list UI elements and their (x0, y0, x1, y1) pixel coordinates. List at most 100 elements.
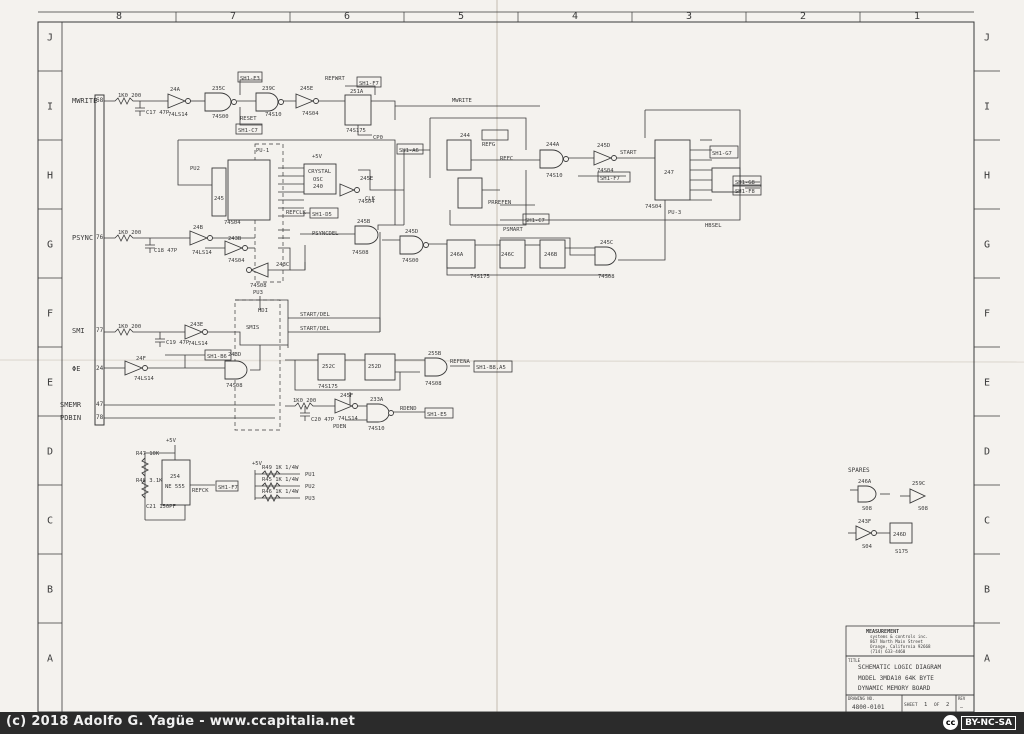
spare-inverter-243f (855, 525, 873, 541)
copyright-text: (c) 2018 Adolfo G. Yagüe - www.ccapitali… (6, 714, 356, 729)
svg-text:SH1-F7: SH1-F7 (600, 176, 620, 182)
svg-text:PU1: PU1 (305, 472, 315, 478)
svg-text:74LS14: 74LS14 (338, 416, 359, 422)
svg-text:CLK: CLK (365, 196, 376, 202)
row-label-left: I (47, 102, 53, 113)
svg-text:74LS14: 74LS14 (168, 112, 189, 118)
svg-text:1K0 200: 1K0 200 (293, 398, 316, 404)
svg-text:C17 47P: C17 47P (146, 110, 170, 116)
svg-text:SH1-D5: SH1-D5 (312, 212, 332, 218)
gate-233a (366, 403, 390, 423)
svg-text:74S04: 74S04 (358, 199, 375, 205)
svg-text:245F: 245F (340, 393, 353, 399)
components (124, 92, 927, 544)
svg-text:74LS14: 74LS14 (188, 341, 209, 347)
inverter-243e (184, 324, 204, 340)
svg-text:+5V: +5V (312, 154, 323, 160)
svg-text:74S10: 74S10 (368, 426, 385, 432)
svg-text:MWRITE: MWRITE (452, 98, 472, 104)
svg-text:SH1-A6: SH1-A6 (399, 148, 419, 154)
row-label-left: A (47, 654, 53, 665)
svg-text:74S04: 74S04 (228, 258, 245, 264)
svg-text:245B: 245B (357, 219, 371, 225)
svg-text:235C: 235C (212, 86, 225, 92)
title-line: SCHEMATIC LOGIC DIAGRAM (858, 664, 941, 671)
svg-text:SH1-G8: SH1-G8 (735, 180, 755, 186)
svg-text:C19 47P: C19 47P (166, 340, 190, 346)
input-pin: 68 (96, 97, 104, 104)
sheet-number: 1 (924, 702, 927, 708)
input-pin: 24 (96, 365, 104, 372)
creative-commons-icon: cc (943, 715, 959, 730)
svg-text:243E: 243E (190, 322, 203, 328)
svg-text:S175: S175 (895, 549, 908, 555)
inverter-245e-osc (339, 183, 356, 197)
inverter-24f (124, 360, 144, 376)
svg-text:74S04: 74S04 (224, 220, 241, 226)
of-number: 2 (946, 702, 949, 708)
svg-text:246D: 246D (893, 532, 906, 538)
svg-text:SH1-C7: SH1-C7 (238, 128, 258, 134)
svg-text:START/DEL: START/DEL (300, 326, 330, 332)
inverter-243c (249, 262, 269, 278)
sheet-label: SHEET (904, 702, 918, 708)
signal-boxes (204, 71, 762, 492)
svg-text:74LS14: 74LS14 (192, 250, 213, 256)
row-label-right: H (984, 171, 990, 182)
row-label-left: F (47, 309, 53, 320)
svg-text:239C: 239C (262, 86, 275, 92)
svg-text:1K0 200: 1K0 200 (118, 230, 141, 236)
resistor-r47 (140, 457, 150, 477)
svg-text:NE 555: NE 555 (165, 484, 185, 490)
svg-text:74S175: 74S175 (346, 128, 366, 134)
input-label: PDBIN (60, 414, 81, 422)
license-badge[interactable]: cc BY-NC-SA (943, 715, 1016, 730)
svg-text:PSYNCDEL: PSYNCDEL (312, 231, 339, 237)
column-label: 2 (800, 11, 806, 22)
ic-252d (364, 353, 396, 381)
svg-text:SH1-B8,A5: SH1-B8,A5 (476, 365, 506, 371)
inverter-24a (167, 93, 187, 109)
svg-text:254: 254 (170, 474, 181, 480)
row-label-right: D (984, 447, 990, 458)
of-label: OF (934, 702, 940, 708)
svg-text:S08: S08 (862, 506, 872, 512)
title-label: TITLE (848, 658, 861, 663)
svg-text:HDI: HDI (258, 308, 268, 314)
title-line: MODEL 3MDA10 64K BYTE (858, 675, 934, 682)
svg-text:24B: 24B (193, 225, 204, 231)
svg-text:1K0 200: 1K0 200 (118, 93, 141, 99)
ic-246a (446, 239, 476, 269)
svg-text:SH1-F7: SH1-F7 (359, 81, 379, 87)
column-label: 4 (572, 11, 578, 22)
input-pin: 77 (96, 327, 104, 334)
inverter-245e (295, 93, 315, 109)
gate-244a (539, 149, 564, 169)
svg-text:245C: 245C (600, 240, 613, 246)
ic-245 (211, 167, 227, 217)
row-label-left: D (47, 447, 53, 458)
svg-text:244A: 244A (546, 142, 560, 148)
svg-text:24F: 24F (136, 356, 146, 362)
svg-text:74S08: 74S08 (352, 250, 369, 256)
input-label: SMI (72, 327, 85, 335)
component-labels: 1K0 200 C17 47P 24A 74LS14 235C 74S00 23… (118, 76, 928, 555)
svg-text:CP0: CP0 (373, 135, 383, 141)
svg-text:247: 247 (664, 170, 674, 176)
gate-245b (354, 225, 379, 245)
svg-text:246B: 246B (544, 252, 558, 258)
svg-text:SH1-F8: SH1-F8 (735, 189, 755, 195)
svg-text:PU2: PU2 (305, 484, 315, 490)
svg-text:245: 245 (214, 196, 224, 202)
copyright-bar: (c) 2018 Adolfo G. Yagüe - www.ccapitali… (0, 712, 1024, 734)
row-label-right: C (984, 516, 990, 527)
svg-text:74S175: 74S175 (318, 384, 338, 390)
svg-text:246A: 246A (858, 479, 872, 485)
input-signals: MWRITE 68 PSYNC 76 SMI 77 ΦE 24 SMEMR 47… (60, 97, 104, 422)
inverter-245f (334, 398, 354, 414)
svg-text:PRREFEN: PRREFEN (488, 200, 511, 206)
svg-text:OSC: OSC (313, 177, 323, 183)
svg-text:R49 1K 1/4W: R49 1K 1/4W (262, 465, 299, 471)
title-line: DYNAMIC MEMORY BOARD (858, 685, 931, 692)
svg-text:74S10: 74S10 (265, 112, 282, 118)
